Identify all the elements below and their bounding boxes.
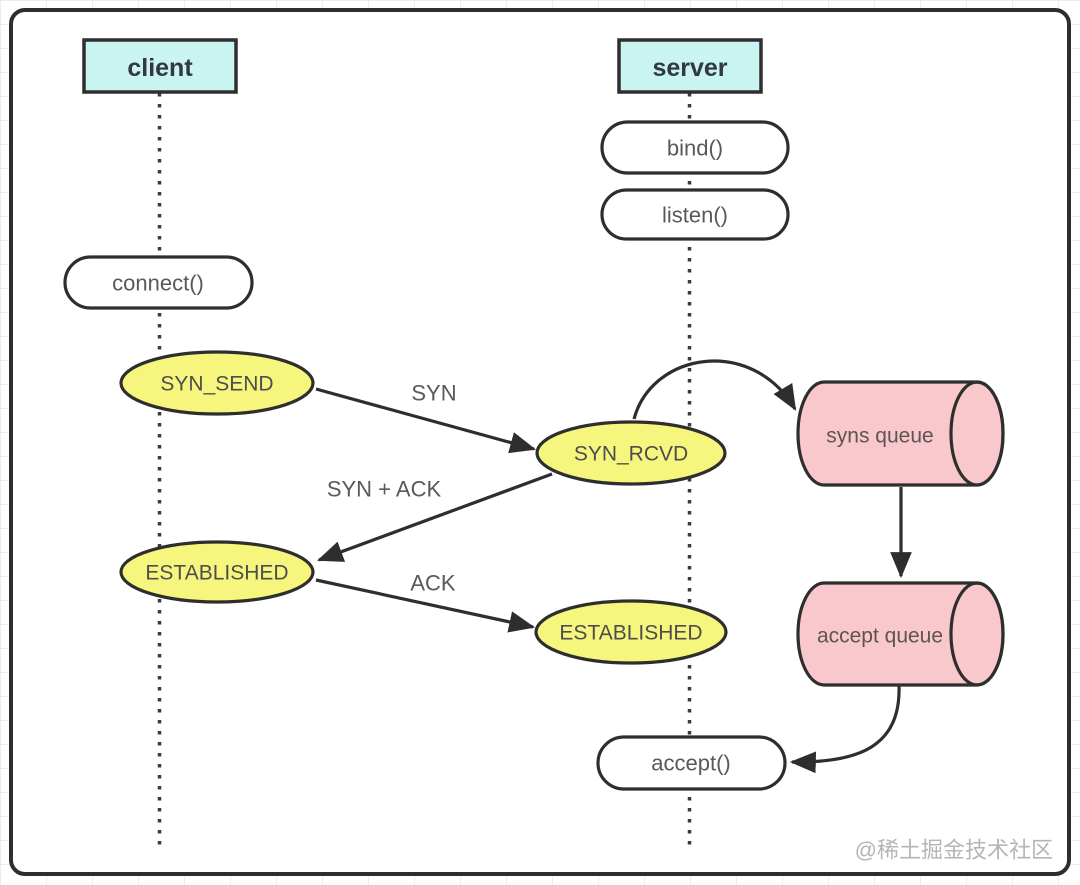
ack-arrow-label: ACK (410, 571, 456, 596)
accept-pill (596, 735, 787, 791)
syn-send-label: SYN_SEND (160, 372, 273, 395)
server-actor-box: server (617, 38, 763, 94)
syn-arrow-line (315, 387, 537, 454)
syn-send-ellipse (119, 350, 315, 416)
syns-queue-node: syns queue (796, 380, 1005, 487)
acceptqueue-to-accept-arrow (789, 685, 901, 774)
syn-send-state-node: SYN_SEND (119, 350, 315, 416)
syn-rcvd-state-node: SYN_RCVD (535, 420, 727, 486)
syns-queue-cap (949, 380, 1005, 487)
ack-arrow-line (315, 578, 536, 633)
synrcvd-to-synsqueue-arrow (632, 359, 797, 420)
established-client-state-node: ESTABLISHED (119, 540, 315, 604)
connect-call-node: connect() (63, 255, 254, 310)
accept-label: accept() (651, 751, 730, 776)
syn-arrow: SYN (315, 381, 537, 454)
syn-rcvd-ellipse (535, 420, 727, 486)
client-actor-rect (82, 38, 238, 94)
established-server-state-node: ESTABLISHED (534, 599, 728, 665)
accept-call-node: accept() (596, 735, 787, 791)
established-server-label: ESTABLISHED (559, 621, 702, 644)
listen-label: listen() (662, 203, 728, 228)
syn-ack-arrow-label: SYN + ACK (327, 477, 442, 502)
server-actor-label: server (652, 54, 727, 82)
bind-pill (600, 120, 790, 175)
listen-pill (600, 188, 790, 241)
syn-ack-arrow: SYN + ACK (316, 472, 553, 562)
watermark-text: @稀土掘金技术社区 (855, 838, 1053, 863)
ack-arrow: ACK (315, 571, 536, 633)
listen-call-node: listen() (600, 188, 790, 241)
syns-queue-label: syns queue (826, 424, 933, 447)
accept-queue-cap (949, 581, 1005, 687)
server-actor-rect (617, 38, 763, 94)
bind-label: bind() (667, 136, 723, 161)
syn-rcvd-label: SYN_RCVD (574, 442, 688, 465)
accept-queue-node: accept queue (796, 581, 1005, 687)
client-actor-label: client (127, 54, 193, 82)
connect-label: connect() (112, 271, 204, 296)
syn-ack-arrow-line (316, 472, 553, 562)
established-client-label: ESTABLISHED (145, 561, 288, 584)
client-actor-box: client (82, 38, 238, 94)
established-server-ellipse (534, 599, 728, 665)
established-client-ellipse (119, 540, 315, 604)
bind-call-node: bind() (600, 120, 790, 175)
connect-pill (63, 255, 254, 310)
accept-queue-label: accept queue (817, 624, 943, 647)
syn-arrow-label: SYN (411, 381, 456, 406)
